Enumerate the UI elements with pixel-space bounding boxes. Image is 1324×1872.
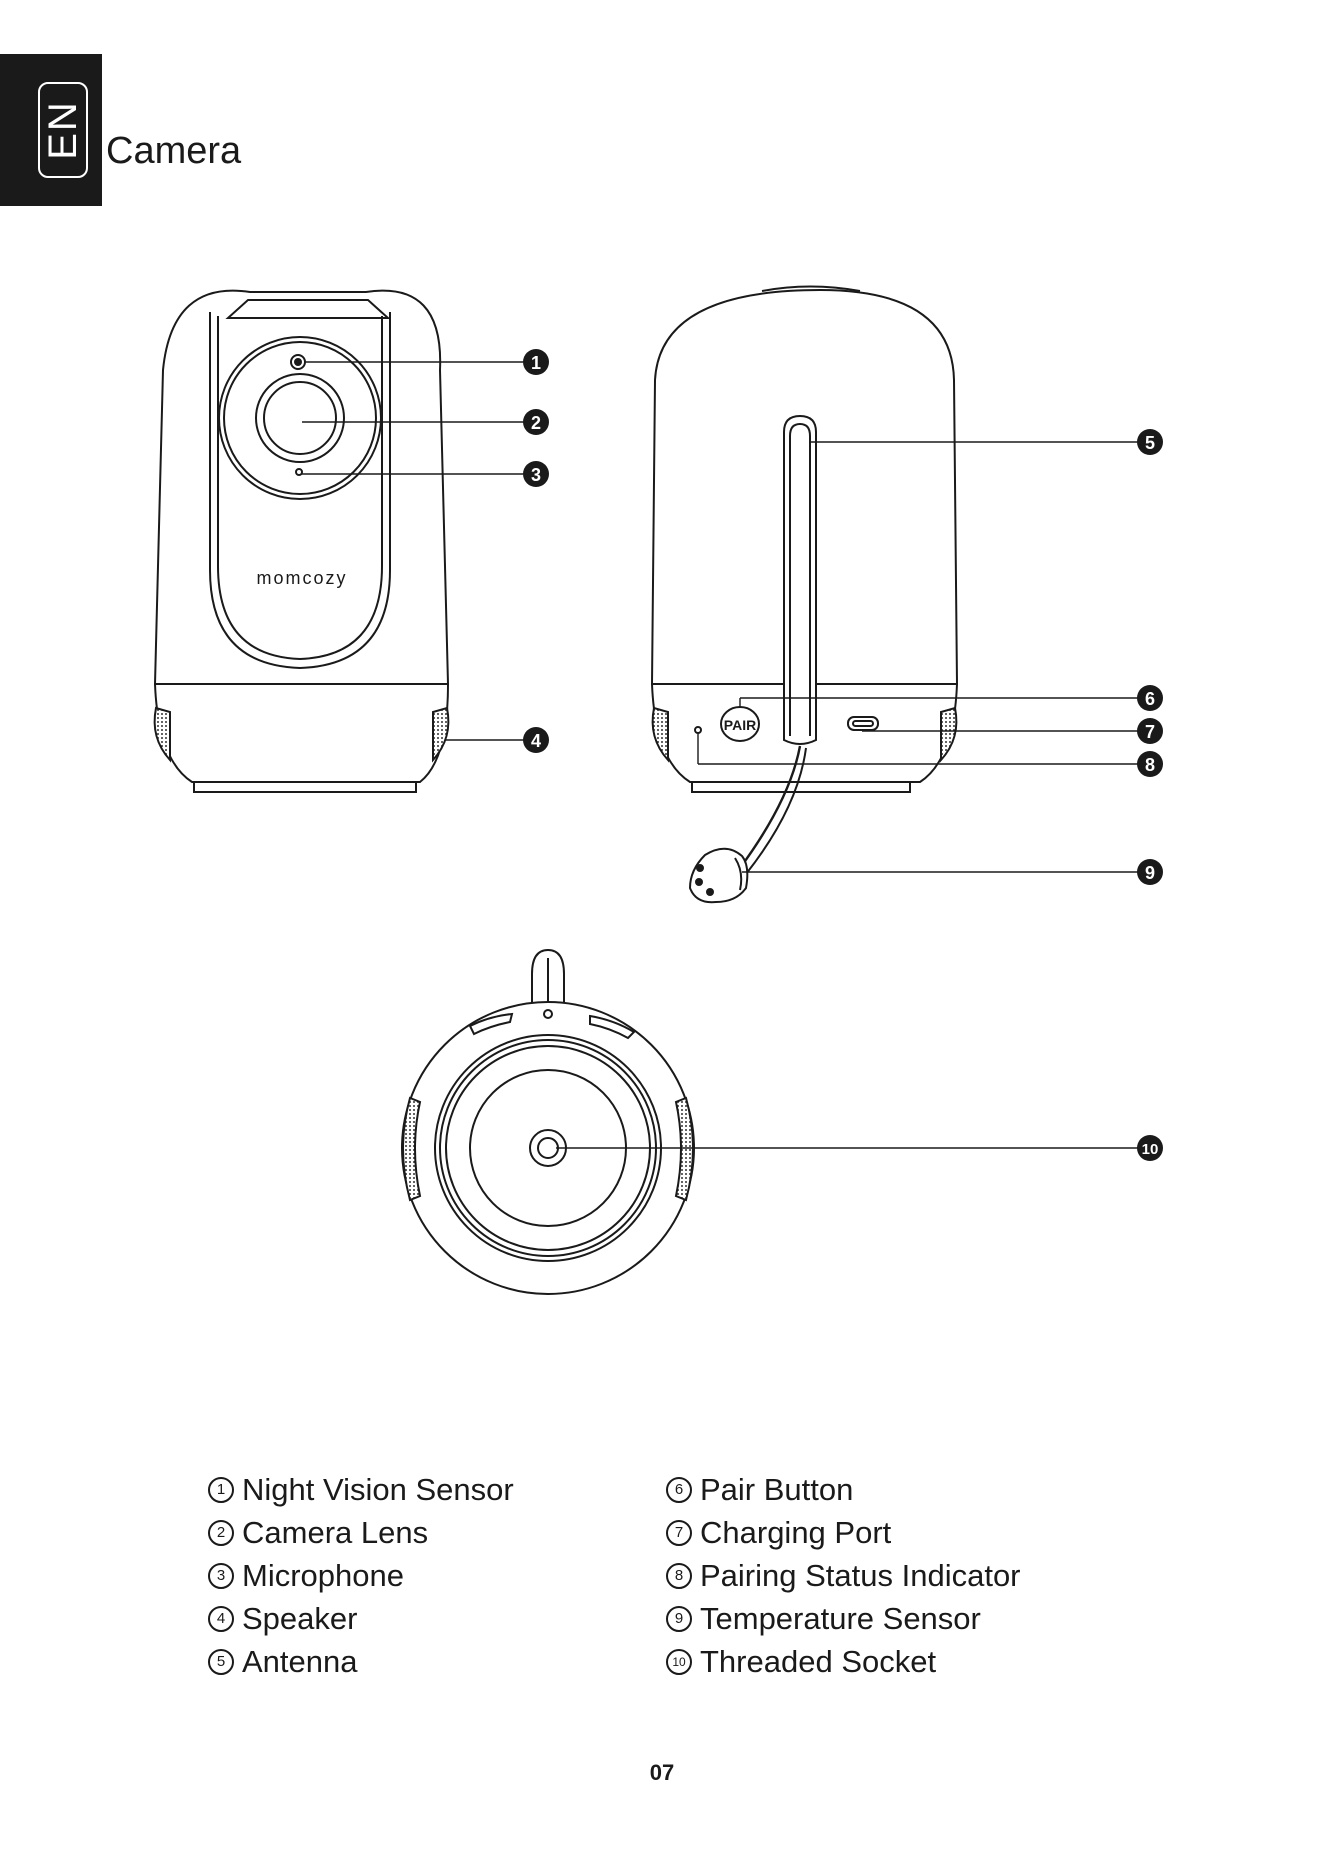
legend-item: 10 Threaded Socket [666,1640,1021,1683]
legend-label: Antenna [242,1644,358,1680]
callout-number-6: 6 [1145,689,1155,709]
legend-label: Night Vision Sensor [242,1472,514,1508]
legend-label: Temperature Sensor [700,1601,981,1637]
legend-number: 10 [666,1649,692,1675]
legend-label: Pairing Status Indicator [700,1558,1021,1594]
legend-label: Pair Button [700,1472,853,1508]
legend-item: 6 Pair Button [666,1468,1021,1511]
legend-item: 8 Pairing Status Indicator [666,1554,1021,1597]
legend-number: 7 [666,1520,692,1546]
callout-number-9: 9 [1145,863,1155,883]
camera-bottom-view [402,950,694,1294]
callout-number-3: 3 [531,465,541,485]
legend-number: 5 [208,1649,234,1675]
callout-number-10: 10 [1142,1141,1159,1158]
callout-number-1: 1 [531,353,541,373]
legend-number: 6 [666,1477,692,1503]
legend-number: 4 [208,1606,234,1632]
legend-number: 2 [208,1520,234,1546]
legend-label: Charging Port [700,1515,891,1551]
legend-item: 9 Temperature Sensor [666,1597,1021,1640]
camera-back-view: PAIR [652,287,957,903]
callout-number-8: 8 [1145,755,1155,775]
pair-button-label: PAIR [724,717,756,733]
legend-right-column: 6 Pair Button 7 Charging Port 8 Pairing Sta… [666,1468,1021,1683]
legend-number: 9 [666,1606,692,1632]
callout-number-4: 4 [531,731,541,751]
legend-item: 4 Speaker [208,1597,514,1640]
legend-number: 8 [666,1563,692,1589]
legend-left-column: 1 Night Vision Sensor 2 Camera Lens 3 Micro… [208,1468,514,1683]
legend-label: Camera Lens [242,1515,428,1551]
legend-item: 5 Antenna [208,1640,514,1683]
callout-number-5: 5 [1145,433,1155,453]
legend-number: 3 [208,1563,234,1589]
camera-front-view: momcozy [155,291,449,792]
legend-label: Speaker [242,1601,357,1637]
brand-logo: momcozy [256,568,347,588]
legend-item: 1 Night Vision Sensor [208,1468,514,1511]
legend-item: 7 Charging Port [666,1511,1021,1554]
legend-label: Microphone [242,1558,404,1594]
page-number: 07 [0,1760,1324,1786]
callout-number-7: 7 [1145,722,1155,742]
legend-number: 1 [208,1477,234,1503]
legend-label: Threaded Socket [700,1644,936,1680]
legend-item: 3 Microphone [208,1554,514,1597]
legend-item: 2 Camera Lens [208,1511,514,1554]
callout-number-2: 2 [531,413,541,433]
